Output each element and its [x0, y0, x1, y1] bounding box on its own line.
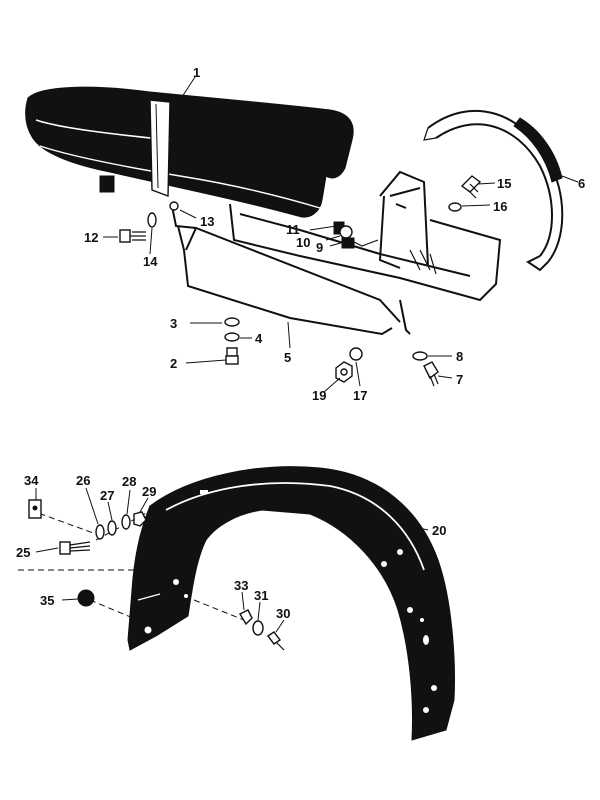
label-part-7: 7 [456, 372, 463, 387]
washer-4 [224, 332, 240, 342]
label-part-11: 11 [286, 222, 300, 237]
label-part-20: 20 [432, 523, 446, 538]
washer-27 [107, 520, 117, 536]
washer-14 [147, 212, 157, 228]
assembly-line-35 [89, 599, 153, 627]
label-part-19: 19 [312, 388, 326, 403]
label-part-4: 4 [255, 331, 263, 346]
bolt-15 [460, 175, 482, 199]
seat [25, 86, 354, 218]
label-part-5: 5 [284, 350, 291, 365]
rear-fender [127, 466, 455, 741]
label-part-15: 15 [497, 176, 511, 191]
washer-17 [349, 347, 363, 361]
rear-strap [423, 109, 564, 272]
label-part-28: 28 [122, 474, 136, 489]
label-part-29: 29 [142, 484, 156, 499]
label-part-2: 2 [170, 356, 177, 371]
bolt-25 [59, 541, 91, 555]
label-part-16: 16 [493, 199, 507, 214]
mount-bolt-9-10-11 [333, 221, 355, 249]
part-labels: 1 2 3 4 5 6 7 8 9 10 11 12 13 14 15 16 1… [16, 65, 585, 621]
label-part-34: 34 [24, 473, 39, 488]
label-part-30: 30 [276, 606, 290, 621]
label-part-33: 33 [234, 578, 248, 593]
seat-strap [149, 99, 171, 198]
screw-30 [266, 631, 285, 651]
label-part-3: 3 [170, 316, 177, 331]
leader-lines [35, 76, 579, 633]
label-part-25: 25 [16, 545, 30, 560]
nut-19 [335, 361, 353, 383]
washer-13 [169, 201, 179, 211]
label-part-35: 35 [40, 593, 54, 608]
bolt-12 [119, 229, 146, 243]
washer-31 [252, 620, 264, 636]
bolt-2 [225, 347, 239, 365]
seat-bracket [99, 175, 115, 193]
label-part-27: 27 [100, 488, 114, 503]
label-part-9: 9 [316, 240, 323, 255]
nut-29 [133, 511, 147, 527]
luggage-rack [171, 170, 502, 336]
label-part-12: 12 [84, 230, 98, 245]
assembly-line-33 [193, 599, 245, 621]
washer-16 [448, 202, 462, 212]
label-part-10: 10 [296, 235, 310, 250]
label-part-13: 13 [200, 214, 214, 229]
label-part-8: 8 [456, 349, 463, 364]
label-part-31: 31 [254, 588, 268, 603]
nut-33 [239, 609, 253, 626]
washer-28 [121, 514, 131, 530]
label-part-17: 17 [353, 388, 367, 403]
grommet-35 [77, 589, 95, 607]
label-part-1: 1 [193, 65, 200, 80]
label-part-14: 14 [143, 254, 158, 269]
washer-26 [95, 524, 105, 540]
bolt-7 [423, 361, 439, 387]
label-part-26: 26 [76, 473, 90, 488]
washer-3 [224, 317, 240, 327]
label-part-6: 6 [578, 176, 585, 191]
washer-8 [412, 351, 428, 361]
